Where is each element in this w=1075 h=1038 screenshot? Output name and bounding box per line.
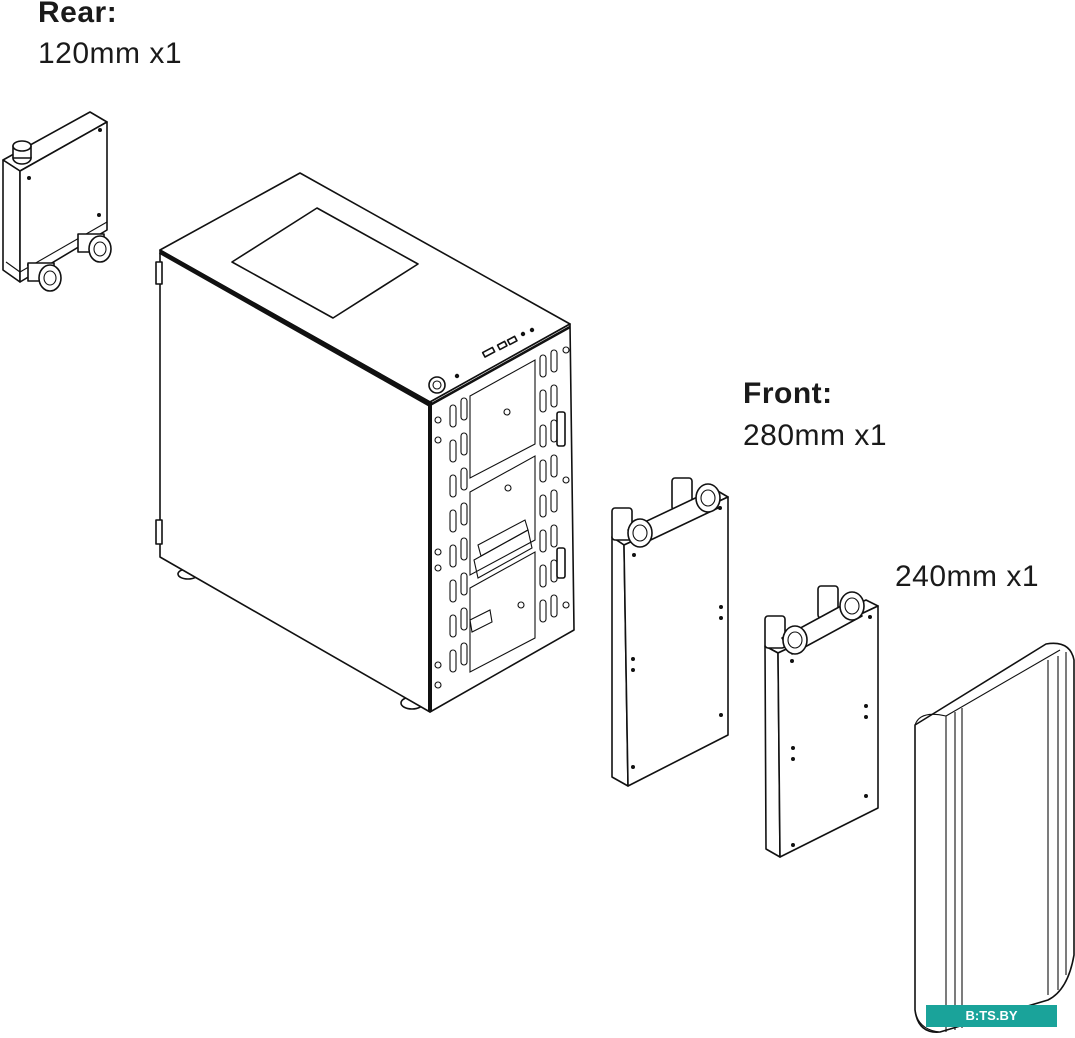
rear-size: 120mm x1	[38, 37, 183, 70]
case-right-slots	[539, 349, 566, 623]
pc-case	[155, 172, 575, 713]
rear-120mm-radiator	[2, 111, 112, 292]
rear-title: Rear:	[38, 0, 118, 29]
front-title: Front:	[743, 377, 833, 410]
front-240mm-radiator	[764, 585, 879, 858]
front-panel	[914, 642, 1075, 1033]
front-280mm-radiator	[611, 477, 729, 787]
case-left-slots	[449, 397, 468, 673]
front-size-280: 280mm x1	[743, 419, 888, 452]
front-size-240: 240mm x1	[895, 560, 1040, 593]
watermark-badge: B:TS.BY	[926, 1005, 1057, 1027]
